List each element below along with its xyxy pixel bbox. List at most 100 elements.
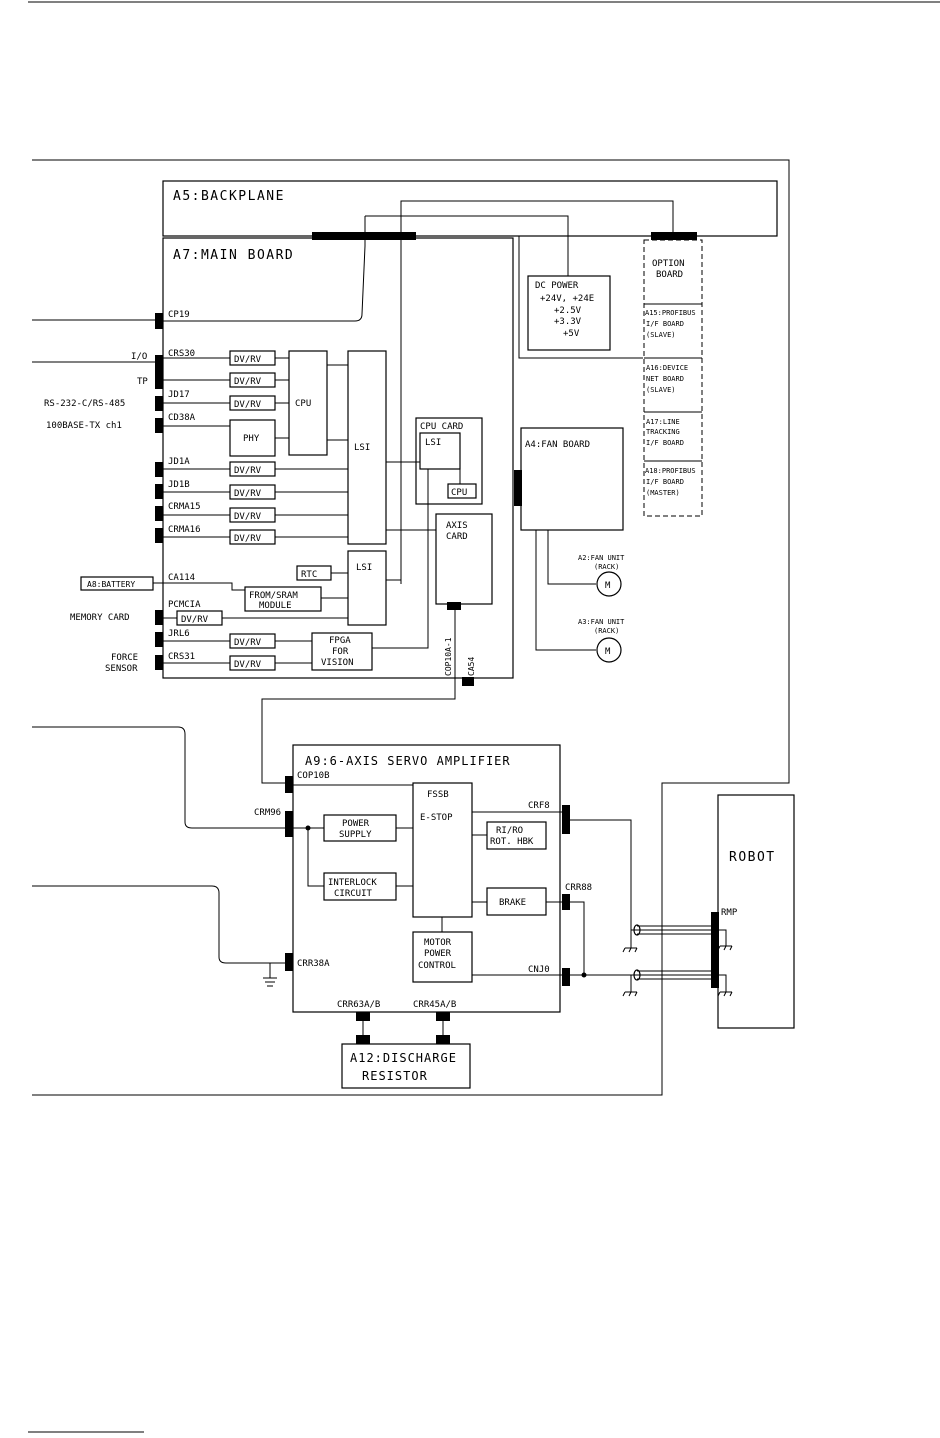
crr45-label: CRR45A/B	[413, 1000, 456, 1010]
backplane-main-connector	[312, 232, 416, 240]
cpu-card-box	[415, 417, 483, 505]
power-cable	[570, 901, 711, 976]
brake-label: BRAKE	[499, 898, 526, 908]
crm96-label: CRM96	[254, 808, 281, 818]
rmp-label: RMP	[721, 908, 738, 918]
servo-amp-box	[292, 744, 561, 1013]
ca54-connector	[462, 677, 474, 686]
dc-power-line-3: +3.3V	[554, 317, 582, 327]
lsi-lower-label: LSI	[356, 563, 372, 573]
pcmcia-connector	[155, 610, 163, 625]
cp19-connector	[155, 313, 163, 329]
main-board-label: A7:MAIN BOARD	[173, 248, 294, 263]
jd1a-connector	[155, 462, 163, 477]
axis-card-box	[435, 513, 493, 605]
force-sensor-line-1: FORCE	[111, 653, 138, 663]
robot-box	[717, 794, 795, 1029]
cpu-card-lsi-label: LSI	[425, 438, 441, 448]
crr38a-connector	[285, 953, 293, 971]
ethernet-label: 100BASE-TX ch1	[46, 421, 122, 431]
fan-motor-a3-label: M	[605, 647, 611, 657]
servo-amp-label: A9:6-AXIS SERVO AMPLIFIER	[305, 754, 511, 768]
dvrv-tp-label: DV/RV	[234, 377, 262, 387]
crs31-label: CRS31	[168, 652, 195, 662]
cpu-card-title: CPU CARD	[420, 422, 463, 432]
dc-power-box	[527, 275, 611, 351]
robot-label: ROBOT	[729, 850, 776, 865]
ground-icon	[717, 974, 733, 997]
backplane-option-connector	[651, 232, 697, 240]
motor-power-line-3: CONTROL	[418, 961, 456, 971]
io-label: I/O	[131, 352, 147, 362]
cabinet-outline	[32, 159, 790, 1096]
crr63-connector-bottom	[356, 1035, 370, 1044]
crr38a-label: CRR38A	[297, 959, 330, 969]
ca114-label: CA114	[168, 573, 195, 583]
cop10b-connector	[285, 776, 293, 793]
a16-line-1: A16:DEVICE	[646, 364, 688, 372]
crf8-connector	[562, 805, 570, 834]
interlock-line-2: CIRCUIT	[334, 889, 373, 899]
rtc-label: RTC	[301, 570, 317, 580]
dvrv-io-label: DV/RV	[234, 355, 262, 365]
crma16-connector	[155, 528, 163, 543]
fan-board-connector	[514, 470, 522, 506]
battery-label: A8:BATTERY	[87, 580, 135, 589]
power-supply-line-1: POWER	[342, 819, 370, 829]
motor-power-line-1: MOTOR	[424, 938, 452, 948]
rmp-connector	[711, 912, 719, 988]
fssb-label: FSSB	[427, 790, 449, 800]
axis-card-line-1: AXIS	[446, 521, 468, 531]
jrl6-label: JRL6	[168, 629, 190, 639]
cpu-card-cpu	[447, 483, 477, 499]
crm96-cable	[32, 726, 285, 829]
option-board-line-1: OPTION	[652, 259, 685, 269]
option-board-slot	[643, 239, 703, 517]
crr88-label: CRR88	[565, 883, 592, 893]
crr38a-cable	[32, 885, 285, 964]
a17-line-2: TRACKING	[646, 428, 680, 436]
interlock-line-1: INTERLOCK	[328, 878, 377, 888]
dvrv-pcmcia-label: DV/RV	[181, 615, 209, 625]
fan-unit-a2-line-1: A2:FAN UNIT	[578, 554, 625, 562]
lsi-main-block	[347, 350, 387, 545]
fan-motor-a3	[596, 637, 622, 663]
riro-line-1: RI/RO	[496, 826, 523, 836]
dvrv-rs232-label: DV/RV	[234, 400, 262, 410]
fan-unit-a3-line-2: (RACK)	[594, 627, 619, 635]
fpga-line-1: FPGA	[329, 636, 351, 646]
cd38a-connector	[155, 418, 163, 433]
fan-unit-a3-line-1: A3:FAN UNIT	[578, 618, 625, 626]
main-board-box	[162, 237, 514, 679]
discharge-resistor-box	[341, 1043, 471, 1089]
crf8-label: CRF8	[528, 801, 550, 811]
pcmcia-label: PCMCIA	[168, 600, 201, 610]
dc-power-line-2: +2.5V	[554, 306, 582, 316]
from-sram-line-2: MODULE	[259, 601, 292, 611]
crr45-connector-bottom	[436, 1035, 450, 1044]
fpga-line-2: FOR	[332, 647, 349, 657]
dc-power-title: DC POWER	[535, 281, 579, 291]
crr88-connector	[562, 894, 570, 910]
dc-power-feed	[365, 215, 569, 276]
ground-icon	[717, 929, 733, 951]
discharge-line-1: A12:DISCHARGE	[350, 1051, 457, 1065]
bus-line-a	[400, 200, 674, 584]
a17-line-3: I/F BOARD	[646, 439, 684, 447]
a18-line-2: I/F BOARD	[646, 478, 684, 486]
a15-line-3: (SLAVE)	[646, 331, 676, 339]
option-board-line-2: BOARD	[656, 270, 683, 280]
phy-label: PHY	[243, 434, 260, 444]
crma15-connector	[155, 506, 163, 521]
discharge-line-2: RESISTOR	[362, 1069, 428, 1083]
axis-card-connector	[447, 602, 461, 610]
ground-icon	[263, 963, 277, 987]
rs232-label: RS-232-C/RS-485	[44, 399, 125, 409]
motor-power-line-2: POWER	[424, 949, 452, 959]
dvrv-jd1b-label: DV/RV	[234, 489, 262, 499]
crr45-connector-top	[436, 1012, 450, 1021]
dvrv-crma16-label: DV/RV	[234, 534, 262, 544]
signal-cable	[570, 819, 711, 931]
jd1b-connector	[155, 484, 163, 499]
